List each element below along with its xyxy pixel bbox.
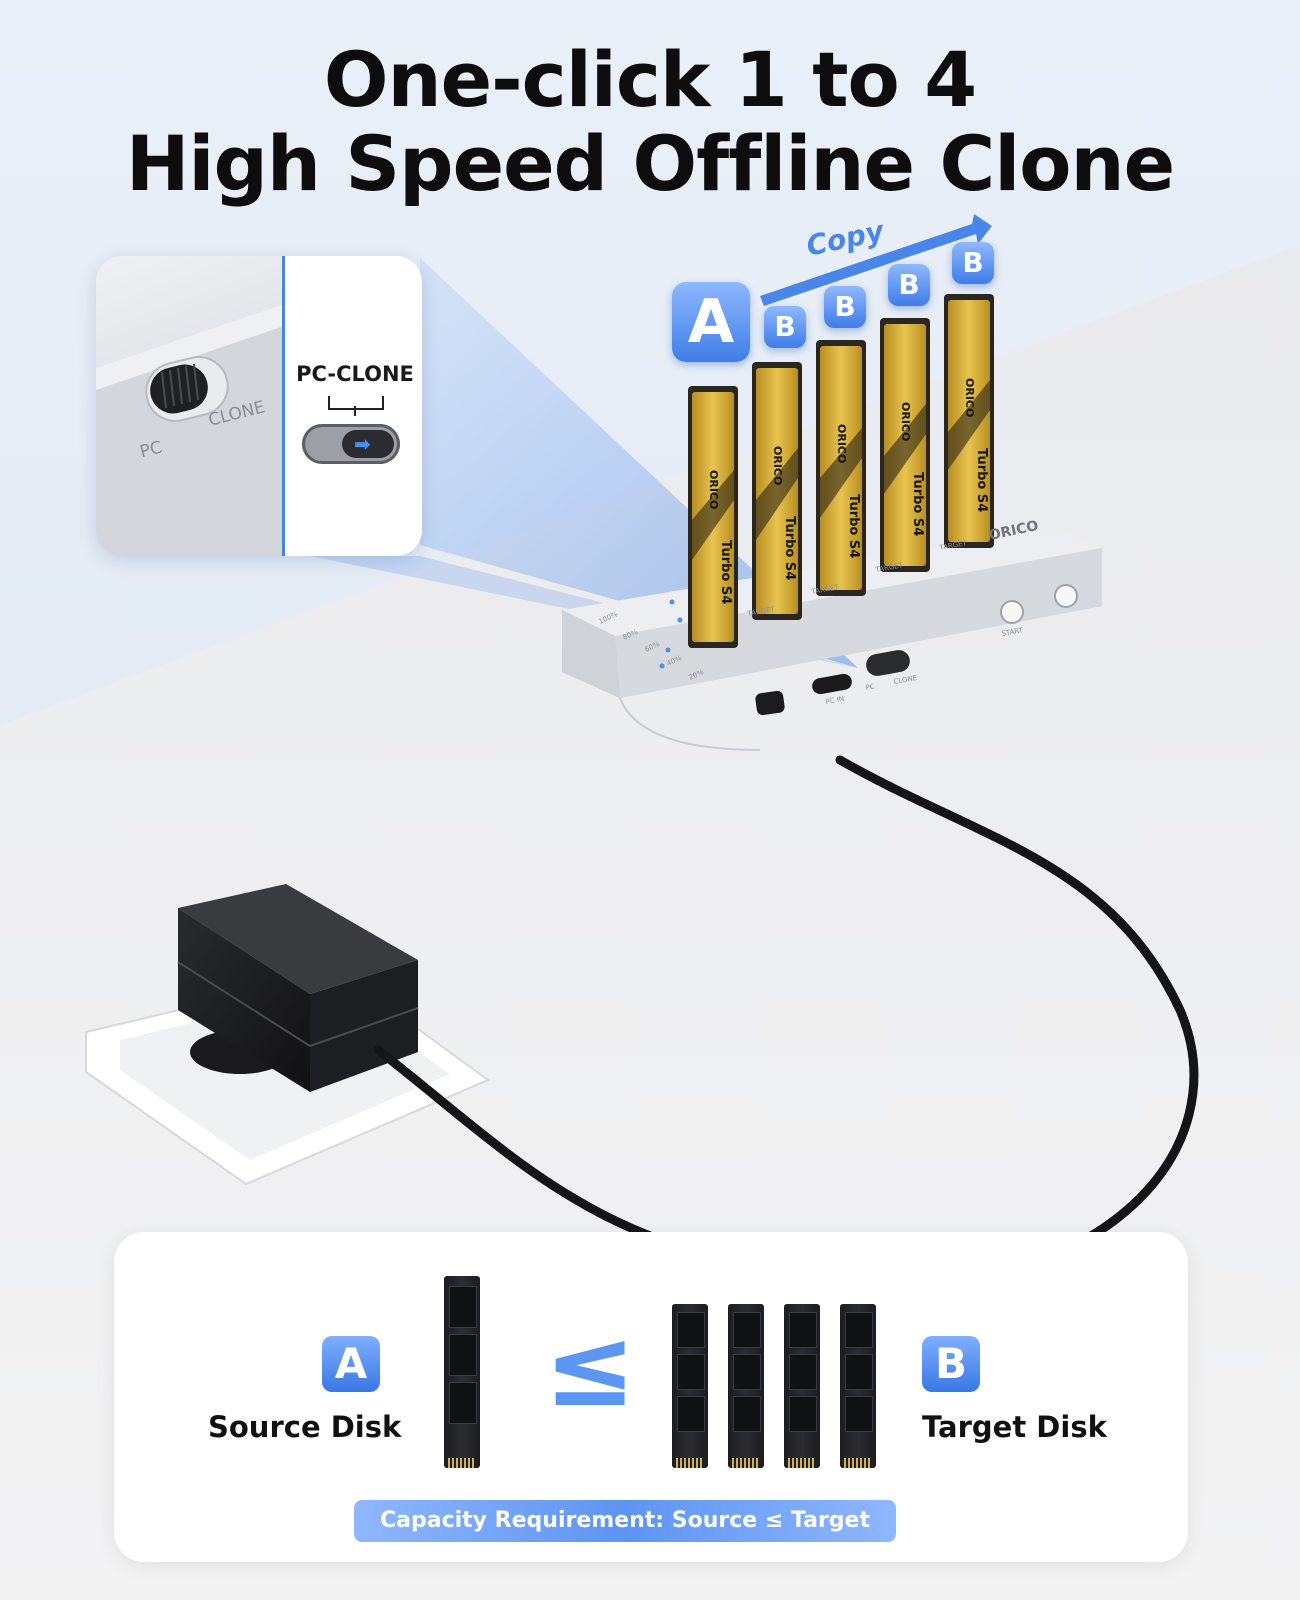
ssd-model-3: Turbo S4 [846, 494, 861, 558]
headline: One-click 1 to 4 High Speed Offline Clon… [0, 38, 1300, 206]
ssd-brand-3: ORICO [835, 424, 848, 463]
target-badge-b-4: B [952, 242, 994, 284]
power-button [1054, 584, 1078, 608]
ssd-brand-2: ORICO [771, 446, 784, 485]
usb-c-port [812, 673, 852, 695]
target-badge-b-3: B [888, 264, 930, 306]
ssd-brand-1: ORICO [707, 470, 720, 509]
headline-line-2: High Speed Offline Clone [125, 119, 1175, 208]
start-label: START [1001, 626, 1024, 638]
start-button [1000, 600, 1024, 624]
switch-knob: ➡ [342, 430, 394, 458]
pc-clone-label: PC-CLONE [296, 362, 414, 386]
pc-clone-switch [866, 650, 910, 676]
pc-clone-switch-diagram: ➡ [302, 424, 400, 464]
headline-line-1: One-click 1 to 4 [323, 35, 977, 124]
capacity-requirement-banner: Capacity Requirement: Source ≤ Target [354, 1500, 896, 1542]
source-ssd [444, 1276, 480, 1468]
ssd-model-1: Turbo S4 [718, 540, 733, 604]
target-ssd-1 [672, 1304, 708, 1468]
ssd-brand-4: ORICO [899, 402, 912, 441]
target-ssd-4 [840, 1304, 876, 1468]
switch-label-clone: CLONE [893, 674, 918, 686]
switch-label-pc: PC [865, 682, 875, 691]
copy-arrow [760, 214, 992, 306]
ssd-array [688, 294, 994, 648]
target-badge-b-1: B [764, 306, 806, 348]
ssd-model-5: Turbo S4 [974, 448, 989, 512]
power-cable [373, 755, 1199, 1288]
target-disk-label: Target Disk [922, 1410, 1107, 1444]
target-ssd-3 [784, 1304, 820, 1468]
switch-closeup-illustration [96, 304, 284, 556]
port-label: PC IN [825, 695, 845, 706]
ssd-model-2: Turbo S4 [782, 516, 797, 580]
arrow-right-icon: ➡ [354, 432, 371, 456]
target-ssd-2 [728, 1304, 764, 1468]
target-badge-b-2: B [824, 286, 866, 328]
switch-closeup-photo: PC CLONE [96, 256, 284, 556]
ssd-brand-5: ORICO [963, 378, 976, 417]
legend-target-badge: B [922, 1336, 980, 1392]
capacity-legend-panel: A Source Disk ≤ B Target Disk Capacity R… [114, 1232, 1188, 1562]
legend-source-badge: A [322, 1336, 380, 1392]
ssd-model-4: Turbo S4 [910, 472, 925, 536]
less-or-equal-symbol: ≤ [544, 1303, 637, 1431]
source-badge-a: A [672, 282, 750, 362]
pc-clone-bracket [328, 396, 384, 416]
switch-zoom-callout: PC CLONE [96, 256, 422, 556]
callout-divider [282, 256, 285, 556]
zoom-beam [420, 258, 858, 668]
source-disk-label: Source Disk [208, 1410, 402, 1444]
